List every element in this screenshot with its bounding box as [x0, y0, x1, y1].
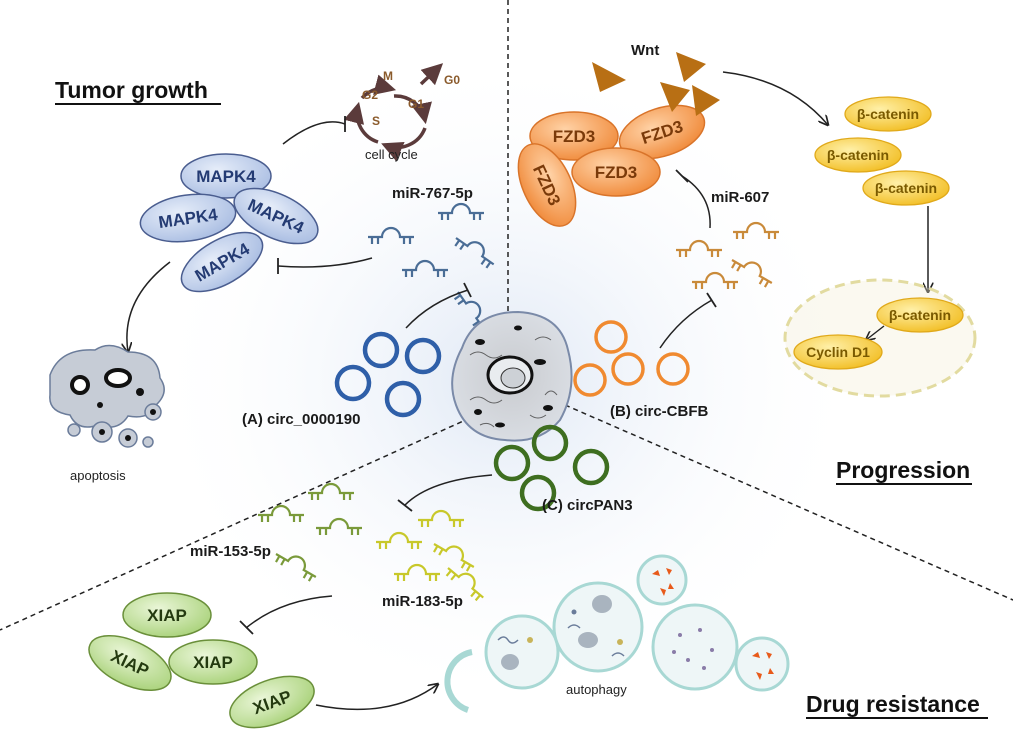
apoptosis-icon: apoptosis	[49, 344, 165, 483]
circ-cbfb-label: (B) circ-CBFB	[610, 403, 709, 420]
svg-text:FZD3: FZD3	[595, 163, 638, 182]
svg-text:miR-767-5p: miR-767-5p	[392, 185, 473, 202]
mir-607: miR-607	[676, 189, 779, 289]
cell-cycle-label: cell cycle	[365, 147, 418, 162]
svg-text:S: S	[372, 114, 380, 128]
svg-text:G2: G2	[362, 88, 378, 102]
svg-text:G1: G1	[408, 97, 424, 111]
svg-text:M: M	[383, 69, 393, 83]
fzd3-protein: FZD3	[571, 147, 661, 197]
svg-text:miR-183-5p: miR-183-5p	[382, 593, 463, 610]
mapk4-cluster: MAPK4 MAPK4 MAPK4 MAPK4	[139, 153, 319, 293]
circpan3-label: (C) circPAN3	[542, 497, 633, 514]
section-title-tumor-growth: Tumor growth	[55, 77, 221, 105]
autophagy-label: autophagy	[566, 682, 627, 697]
xiap-protein: XIAP	[88, 634, 172, 692]
xiap-cluster: XIAP XIAP XIAP XIAP	[88, 592, 315, 729]
xiap-protein: XIAP	[122, 592, 212, 638]
svg-text:miR-607: miR-607	[711, 189, 769, 206]
svg-text:FZD3: FZD3	[553, 127, 596, 146]
fzd3-protein: FZD3	[529, 111, 619, 161]
svg-text:β-catenin: β-catenin	[827, 147, 889, 163]
cell-cycle-icon: M G0 G1 G2 S cell cycle	[343, 63, 460, 162]
svg-text:miR-153-5p: miR-153-5p	[190, 543, 271, 560]
circ-0000190: (A) circ_0000190	[242, 331, 442, 428]
section-title-drug-resistance: Drug resistance	[806, 691, 988, 719]
mapk4-protein: MAPK4	[180, 231, 264, 293]
svg-text:Drug resistance: Drug resistance	[806, 691, 980, 717]
beta-catenin-protein: β-catenin	[876, 297, 964, 333]
cyclin-d1-protein: Cyclin D1	[793, 334, 883, 370]
svg-text:Cyclin D1: Cyclin D1	[806, 344, 870, 360]
svg-text:Progression: Progression	[836, 457, 970, 483]
wnt-ligands: Wnt	[592, 42, 720, 116]
svg-text:G0: G0	[444, 73, 460, 87]
beta-catenin-protein: β-catenin	[844, 96, 932, 132]
circpan3: (C) circPAN3	[493, 424, 633, 514]
beta-catenin-cluster: β-catenin β-catenin β-catenin	[814, 96, 950, 206]
xiap-protein: XIAP	[168, 639, 258, 685]
svg-text:β-catenin: β-catenin	[889, 307, 951, 323]
section-dividers	[0, 0, 1013, 631]
mapk4-protein: MAPK4	[180, 153, 272, 199]
svg-text:β-catenin: β-catenin	[875, 180, 937, 196]
autophagy-icon: autophagy	[444, 554, 790, 713]
xiap-protein: XIAP	[229, 675, 315, 729]
tumor-cell-icon	[451, 310, 573, 442]
fzd3-protein: FZD3	[618, 104, 706, 160]
circ-cbfb: (B) circ-CBFB	[573, 320, 709, 420]
svg-text:Tumor growth: Tumor growth	[55, 77, 208, 103]
circ-0000190-label: (A) circ_0000190	[242, 411, 360, 428]
svg-text:β-catenin: β-catenin	[857, 106, 919, 122]
apoptosis-label: apoptosis	[70, 468, 126, 483]
nucleus: β-catenin Cyclin D1	[783, 278, 977, 398]
svg-text:XIAP: XIAP	[193, 653, 233, 672]
svg-text:XIAP: XIAP	[147, 606, 187, 625]
svg-text:Wnt: Wnt	[631, 42, 659, 59]
section-title-progression: Progression	[836, 457, 972, 485]
mir-183-5p: miR-183-5p	[376, 509, 484, 610]
beta-catenin-protein: β-catenin	[862, 170, 950, 206]
mir-153-5p: miR-153-5p	[190, 482, 362, 582]
mapk4-protein: MAPK4	[139, 193, 237, 243]
beta-catenin-protein: β-catenin	[814, 137, 902, 173]
fzd3-protein: FZD3	[517, 143, 577, 227]
mir-767-5p: miR-767-5p	[368, 185, 495, 332]
fzd3-cluster: FZD3 FZD3 FZD3 FZD3	[517, 104, 706, 227]
svg-text:MAPK4: MAPK4	[196, 167, 256, 186]
